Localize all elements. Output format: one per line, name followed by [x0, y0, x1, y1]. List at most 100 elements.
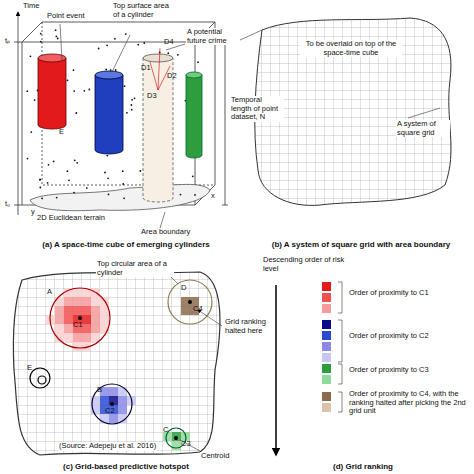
ranked-cell [118, 405, 127, 414]
group-label: Order of proximity to C2 [348, 332, 460, 341]
panel-caption: (c) Grid-based predictive hotspot [20, 462, 232, 471]
point-dot [57, 38, 59, 40]
ranked-cell [73, 342, 82, 351]
point-dot [47, 182, 49, 184]
distance-label: D4 [163, 38, 175, 47]
point-dot [143, 42, 145, 44]
point-dot [88, 89, 90, 91]
point-dot [83, 90, 85, 92]
time-tick: t₀ [4, 200, 11, 209]
ranked-cell [91, 297, 100, 306]
point-dot [131, 99, 133, 101]
centroid-label: C2 [104, 407, 116, 416]
callout: 2D Euclidean terrain [36, 214, 106, 223]
point-dot [76, 162, 78, 164]
point-dot [55, 29, 57, 31]
callout: Temporal length of point dataset, N [230, 96, 284, 122]
point-dot [194, 194, 196, 196]
point-dot [177, 54, 179, 56]
point-dot [26, 90, 28, 92]
ranked-cell [109, 387, 118, 396]
point-dot [192, 175, 194, 177]
ranked-cell [118, 396, 127, 405]
distance-label: D3 [146, 92, 158, 101]
ranked-cell [64, 324, 73, 333]
point-dot [67, 170, 69, 172]
ranked-cell [118, 387, 127, 396]
group-label: Order of proximity to C1 [348, 289, 460, 298]
hotspot-letter: D [180, 284, 187, 293]
point-dot [114, 38, 116, 40]
callout: Centroid [200, 452, 230, 461]
axis-label: x [210, 192, 216, 201]
source-note: (Source: Adepeju et al. 2016) [58, 442, 157, 451]
ranked-cell [64, 315, 73, 324]
ranked-cell [109, 396, 118, 405]
point-dot [104, 172, 106, 174]
ranked-cell [91, 315, 100, 324]
point-dot [30, 131, 32, 133]
callout: Top circular area of a cylinder [96, 260, 174, 277]
point-dot [40, 33, 42, 35]
hotspot-letter: C [162, 426, 169, 435]
centroid-label: C3 [180, 440, 192, 449]
grid-ranking [276, 282, 342, 455]
distance-label: D2 [166, 72, 178, 81]
ranked-cell [64, 297, 73, 306]
ranked-cell [82, 333, 91, 342]
group-label: Order of proximity to C3 [348, 366, 460, 375]
point-dot [73, 90, 75, 92]
point-dot [67, 79, 69, 81]
point-dot [197, 61, 199, 63]
point-dot [34, 99, 36, 101]
hotspot-letter: E [26, 364, 33, 373]
ranked-cell [55, 306, 64, 315]
point-dot [41, 198, 43, 200]
ranked-cell [64, 333, 73, 342]
ranked-cell [82, 324, 91, 333]
point-dot [122, 170, 124, 172]
point-dot [105, 69, 107, 71]
point-dot [56, 197, 58, 199]
point-dot [123, 197, 125, 199]
ranked-cell [172, 441, 181, 450]
point-dot [106, 44, 108, 46]
time-tick: tₚ [4, 37, 11, 46]
ranked-cell [82, 297, 91, 306]
panel-caption: (a) A space-time cube of emerging cylind… [20, 240, 232, 249]
ranked-cell [181, 306, 190, 315]
axis-label: Descending order of risk level [262, 256, 354, 273]
callout: Top surface area of a cylinder [112, 2, 176, 19]
distance-label: D1 [140, 64, 152, 73]
point-dot [74, 159, 76, 161]
ranked-cell [55, 315, 64, 324]
point-dot [126, 112, 128, 114]
ranked-cell [91, 333, 100, 342]
grid-hotspot [10, 270, 226, 459]
ranked-cell [82, 315, 91, 324]
callout: A system of square grid [396, 120, 450, 137]
point-dot [68, 179, 70, 181]
callout: Area boundary [140, 228, 191, 237]
point-dot [73, 69, 75, 71]
point-dot [134, 97, 136, 99]
point-dot [27, 158, 29, 160]
point-dot [108, 194, 110, 196]
ranked-cell [73, 288, 82, 297]
point-dot [75, 112, 77, 114]
point-dot [125, 33, 127, 35]
point-dot [73, 192, 75, 194]
point-dot [40, 41, 42, 43]
point-dot [124, 85, 126, 87]
point-dot [106, 155, 108, 157]
group-label: Order of proximity to C4, with the ranki… [348, 390, 468, 416]
axis-label: y [30, 208, 36, 217]
hotspot-letter: A [46, 288, 53, 297]
point-dot [53, 161, 55, 163]
point-dot [48, 164, 50, 166]
panel-caption: (b) A system of square grid with area bo… [252, 240, 470, 249]
point-dot [39, 187, 41, 189]
point-dot [137, 44, 139, 46]
ranked-cell [55, 324, 64, 333]
point-dot [131, 104, 133, 106]
